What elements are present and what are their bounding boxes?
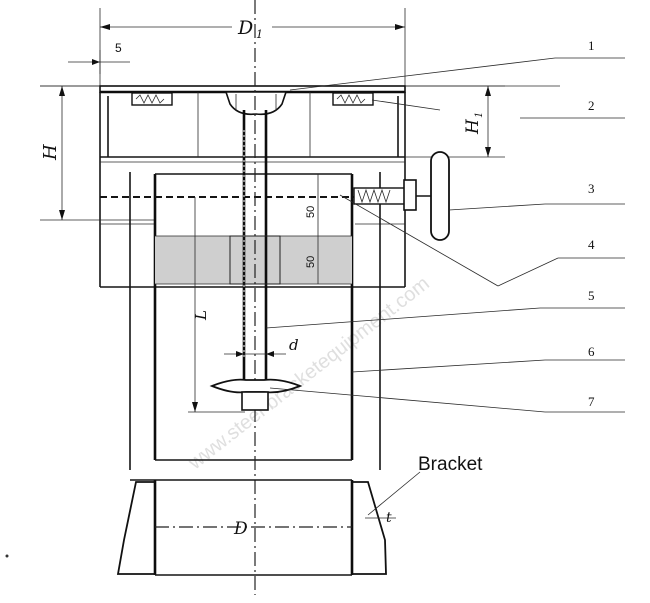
spring-right (332, 92, 374, 106)
dimension-d1: D 1 (99, 8, 406, 96)
callout-7-label: 7 (588, 394, 595, 409)
callout-7: 7 (269, 387, 625, 413)
d-label: d (289, 336, 299, 354)
l-label: L (192, 310, 210, 321)
side-handle (353, 151, 450, 241)
d1-subscript: 1 (256, 28, 263, 41)
callout-2-label: 2 (588, 98, 595, 113)
bracket-leader (367, 471, 421, 516)
dimension-50: 50 50 (305, 174, 319, 284)
bracket-right (352, 481, 387, 575)
callout-4: 4 (339, 194, 625, 287)
dimension-h: H (40, 85, 100, 220)
support-frame (40, 92, 406, 288)
callout-5: 5 (265, 288, 625, 329)
top-nut (224, 91, 288, 116)
callout-6-label: 6 (588, 344, 595, 359)
spring-left (131, 92, 173, 106)
stray-dot (5, 554, 9, 558)
callout-4-label: 4 (588, 237, 595, 252)
dimension-d: d (224, 336, 299, 357)
d1-label: D (237, 17, 253, 39)
fifty-top-label: 50 (305, 206, 317, 218)
dimension-5: 5 (68, 41, 130, 74)
bracket-label: Bracket (418, 454, 483, 475)
five-label: 5 (115, 41, 122, 55)
t-label: t (386, 510, 392, 526)
dimension-l: L (188, 197, 245, 413)
h1-label: H (463, 118, 483, 135)
callout-1: 1 (289, 38, 625, 91)
bracket-left (116, 481, 155, 575)
h1-subscript: 1 (474, 112, 485, 118)
callout-6: 6 (351, 344, 625, 373)
big-d-label: D (233, 519, 248, 539)
watermark-text: www.steel-bracketequipment.com (184, 273, 434, 475)
callout-5-label: 5 (588, 288, 595, 303)
callout-2: 2 (371, 98, 625, 119)
h-label: H (40, 144, 61, 161)
fifty-bottom-label: 50 (305, 256, 317, 268)
wing-nut (209, 378, 303, 411)
callout-1-label: 1 (588, 38, 595, 53)
dimension-h1: H 1 (405, 85, 505, 158)
pipe-lower (130, 479, 354, 576)
callout-3-label: 3 (588, 181, 595, 196)
callout-3: 3 (448, 181, 625, 211)
